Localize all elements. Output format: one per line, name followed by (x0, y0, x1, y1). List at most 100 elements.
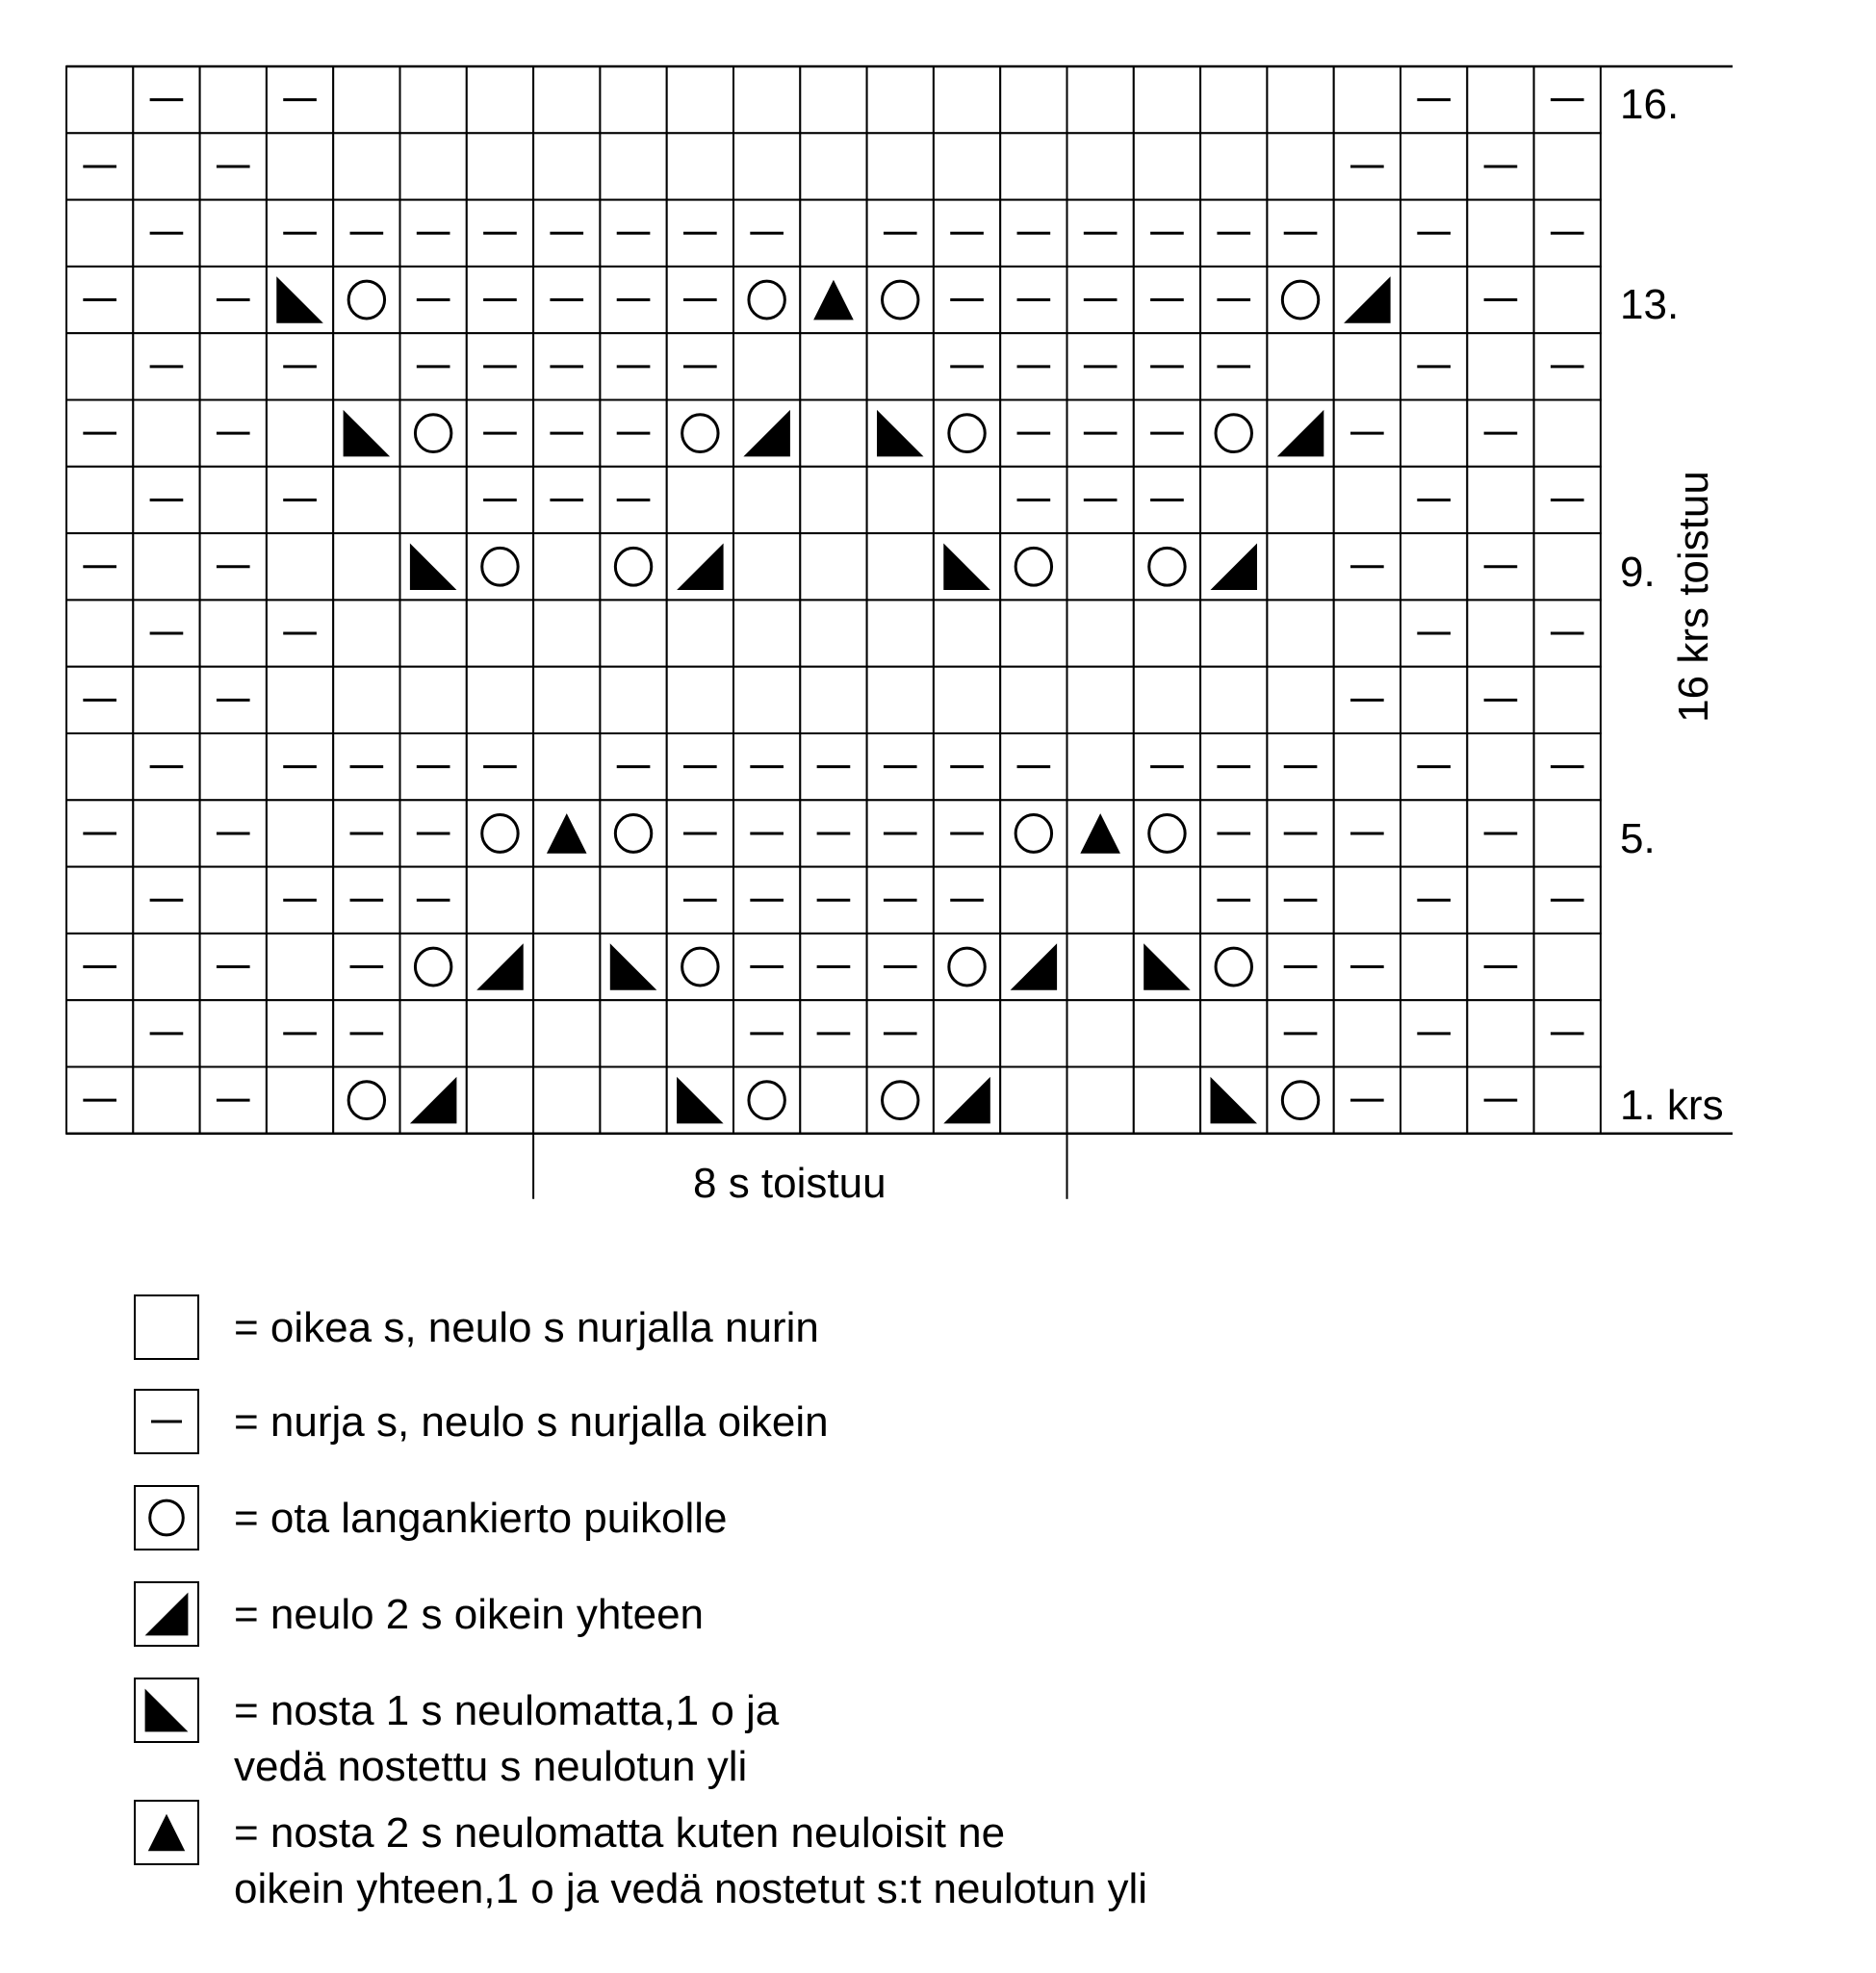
chart-cell (1400, 265, 1469, 335)
chart-cell (865, 65, 935, 135)
chart-row (65, 732, 1602, 802)
chart-cell (865, 132, 935, 201)
chart-cell (532, 732, 602, 802)
legend-text: = nosta 2 s neulomatta kuten neuloisit n… (234, 1809, 1006, 1857)
chart-cell (198, 599, 268, 668)
triangle-right-icon (476, 943, 524, 990)
chart-cell (532, 132, 602, 201)
chart-cell (599, 65, 668, 135)
chart-cell (65, 865, 135, 935)
chart-cell (465, 1065, 535, 1135)
chart-cell (198, 999, 268, 1068)
chart-cell (1466, 599, 1535, 668)
chart-row (65, 665, 1602, 735)
chart-row (65, 999, 1602, 1068)
chart-cell (1066, 132, 1135, 201)
chart-cell (132, 132, 201, 201)
chart-cell (1266, 465, 1335, 535)
chart-cell (799, 532, 868, 602)
chart-cell (665, 65, 735, 135)
chart-cell (865, 599, 935, 668)
chart-row (65, 599, 1602, 668)
chart-cell (532, 599, 602, 668)
chart-cell (1532, 999, 1602, 1068)
chart-cell (1332, 465, 1401, 535)
chart-cell (865, 1065, 935, 1135)
chart-cell (532, 932, 602, 1002)
chart-cell (1066, 1065, 1135, 1135)
legend-symbol-empty (134, 1294, 199, 1360)
chart-cell (332, 599, 401, 668)
chart-cell (665, 132, 735, 201)
chart-cell (665, 599, 735, 668)
chart-cell (465, 665, 535, 735)
circle-icon (747, 279, 786, 320)
chart-row (65, 198, 1602, 268)
chart-cell (532, 999, 602, 1068)
chart-cell (265, 398, 335, 468)
chart-cell (1066, 999, 1135, 1068)
chart-cell (332, 465, 401, 535)
chart-cell (1199, 932, 1269, 1002)
chart-cell (999, 599, 1068, 668)
chart-cell (932, 999, 1002, 1068)
legend-symbol-triangle-left (134, 1678, 199, 1743)
chart-cell (1332, 332, 1401, 401)
chart-row (65, 865, 1602, 935)
chart-cell (1466, 332, 1535, 401)
stitch-repeat-label: 8 s toistuu (693, 1160, 887, 1207)
chart-cell (465, 865, 535, 935)
chart-cell (799, 132, 868, 201)
chart-cell (1266, 532, 1335, 602)
chart-cell (398, 932, 468, 1002)
chart-cell (1266, 65, 1335, 135)
chart-cell (1199, 132, 1269, 201)
chart-cell (599, 132, 668, 201)
chart-cell (1266, 132, 1335, 201)
legend-symbol-triangle-right (134, 1581, 199, 1647)
chart-cell (398, 398, 468, 468)
chart-cell (132, 1065, 201, 1135)
chart-cell (732, 665, 802, 735)
chart-cell (1066, 599, 1135, 668)
chart-cell (932, 665, 1002, 735)
circle-icon (1147, 546, 1187, 587)
chart-cell (198, 198, 268, 268)
chart-cell (999, 999, 1068, 1068)
chart-cell (1332, 732, 1401, 802)
chart-cell (1266, 332, 1335, 401)
row-label-5: 5. (1620, 815, 1656, 862)
chart-cell (132, 532, 201, 602)
circle-icon (148, 1499, 185, 1537)
legend-text: = ota langankierto puikolle (234, 1495, 728, 1542)
chart-cell (1066, 732, 1135, 802)
circle-icon (613, 546, 654, 587)
chart-cell (198, 65, 268, 135)
triangle-right-icon (1210, 543, 1258, 591)
chart-cell (732, 332, 802, 401)
chart-cell (599, 1065, 668, 1135)
chart-cell (532, 532, 602, 602)
chart-row (65, 932, 1602, 1002)
chart-cell (1132, 665, 1202, 735)
legend-symbol-circle (134, 1485, 199, 1550)
chart-cell (599, 799, 668, 868)
triangle-left-icon (876, 409, 924, 457)
chart-cell (1332, 865, 1401, 935)
chart-cell (665, 999, 735, 1068)
chart-cell (465, 999, 535, 1068)
chart-cell (1332, 599, 1401, 668)
row-label-1: 1. krs (1620, 1082, 1724, 1129)
triangle-left-icon (677, 1076, 724, 1124)
chart-cell (932, 132, 1002, 201)
triangle-left-icon (609, 943, 657, 990)
chart-cell (265, 132, 335, 201)
chart-cell (1532, 265, 1602, 335)
circle-icon (681, 946, 720, 987)
chart-cell (265, 932, 335, 1002)
chart-cell (198, 465, 268, 535)
chart-cell (865, 532, 935, 602)
chart-cell (1400, 132, 1469, 201)
triangle-right-icon (144, 1592, 189, 1636)
chart-cell (1266, 1065, 1335, 1135)
